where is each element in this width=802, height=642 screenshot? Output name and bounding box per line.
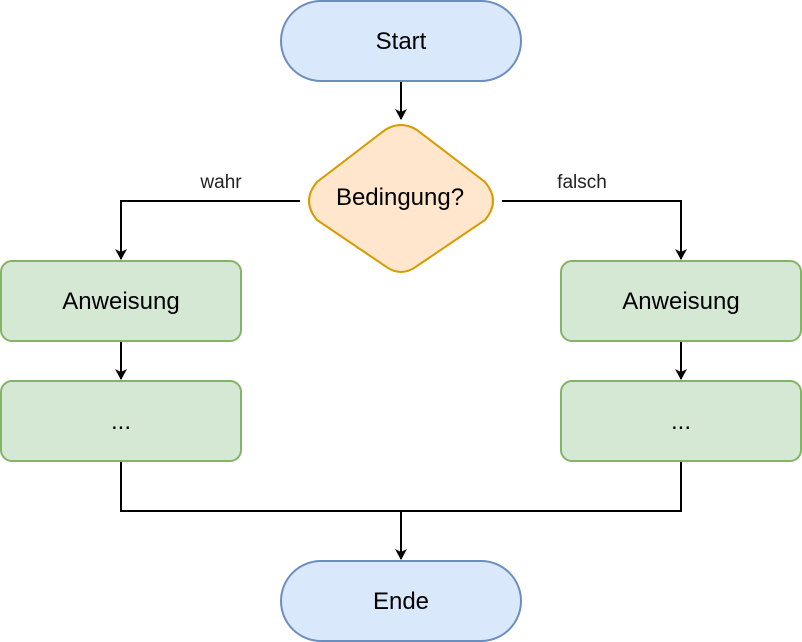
edges [115,81,687,560]
edge-false-more-to-merge [401,461,682,512]
condition-node-label: Bedingung? [336,184,464,211]
true-statement-node: Anweisung [0,260,242,342]
true-more-node: ... [0,380,242,462]
edge-label-false: falsch [557,172,607,193]
true-more-label: ... [111,408,131,435]
edge-true-more-to-merge [120,461,401,512]
false-statement-node: Anweisung [560,260,802,342]
edge-label-true: wahr [199,172,242,193]
end-node-label: Ende [373,588,429,615]
true-statement-label: Anweisung [62,288,179,315]
false-more-label: ... [671,408,691,435]
edge-condition-true [115,200,300,260]
condition-node: Bedingung? [308,124,494,273]
edge-condition-false [502,200,687,260]
start-node-label: Start [376,28,427,55]
start-node: Start [280,0,522,82]
false-more-node: ... [560,380,802,462]
false-statement-label: Anweisung [622,288,739,315]
end-node: Ende [280,560,522,642]
